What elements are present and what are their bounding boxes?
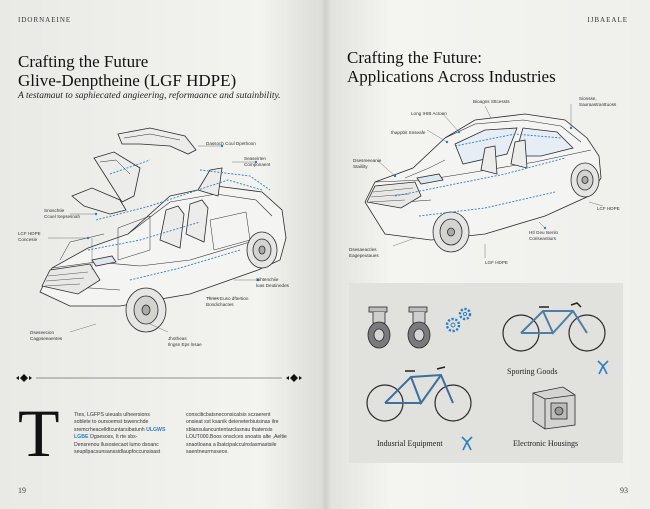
right-running-head: IJBAEALE bbox=[587, 16, 628, 24]
right-callout-9: LGF HDPE bbox=[485, 260, 508, 265]
applications-panel: Sporting Goods Indusrial Equipment Elect… bbox=[349, 283, 623, 463]
bike-frame-illustration bbox=[366, 366, 472, 422]
gears-icon bbox=[445, 307, 472, 333]
assembled-car-illustration bbox=[364, 104, 604, 258]
left-body-column-2: consciticbatsneconsicalsis sczaerent ons… bbox=[186, 412, 287, 456]
left-title: Crafting the Future Glive-Denptheine (LG… bbox=[18, 52, 236, 90]
left-folio: 19 bbox=[18, 486, 26, 495]
industrial-figure-icon bbox=[461, 436, 473, 451]
left-body-col1-text-b: Ogsesoss, It rte sbs- Densrenou llusosie… bbox=[74, 434, 161, 456]
electronic-housing-illustration bbox=[532, 386, 576, 430]
left-title-line1: Crafting the Future bbox=[18, 52, 149, 71]
right-callout-2: Long IHIB Actoen bbox=[411, 111, 447, 116]
right-callout-4: Ihappbit Snseafe bbox=[391, 130, 426, 135]
road-bike-illustration bbox=[502, 302, 606, 352]
left-page: IDORNAEINE Crafting the Future Glive-Den… bbox=[16, 16, 302, 495]
left-body-column-1: Ttes, LGFPS uieuals ulheersions soblete … bbox=[74, 412, 180, 456]
left-callout-2: Seaseirten Componaent bbox=[244, 156, 271, 167]
left-callout-3: Snoschtie Ccuel Sepsesnah bbox=[44, 208, 81, 219]
exploded-car-illustration bbox=[39, 127, 287, 333]
left-callout-5: Sihtenchiie luas Deutinedes bbox=[256, 277, 289, 288]
right-callout-5: Dsesreeeanie Stailiity bbox=[353, 158, 382, 169]
left-tagline: A testamaut to saphiecated angieering, r… bbox=[18, 91, 281, 101]
right-folio: 93 bbox=[620, 486, 628, 495]
right-title: Crafting the Future: Applications Across… bbox=[347, 48, 556, 86]
right-title-line1: Crafting the Future: bbox=[347, 48, 483, 67]
left-callout-4: LCF HDPE Concesie bbox=[18, 231, 41, 242]
right-callout-1: Bioagns Sttcessts bbox=[473, 99, 510, 104]
ornamental-divider bbox=[16, 374, 302, 382]
left-title-line2: Glive-Denptheine (LGF HDPE) bbox=[18, 71, 237, 90]
left-callout-1: Dassoch Coul Dpethoon bbox=[206, 141, 256, 146]
drop-cap-letter: T bbox=[18, 395, 60, 471]
left-body-col1-text-a: Ttes, LGFPS uieuals ulheersions soblete … bbox=[74, 412, 150, 433]
right-callout-8: Dsesaeacties Eagepeutaues bbox=[349, 247, 379, 258]
sport-figure-icon bbox=[597, 360, 609, 375]
right-page: IJBAEALE Crafting the Future: Applicatio… bbox=[325, 0, 650, 509]
left-callout-6: Thnes Euso dftertion Bondichactes bbox=[206, 296, 249, 307]
left-callout-7: Dseseecion Cagpseeaentes bbox=[30, 330, 63, 341]
left-running-head: IDORNAEINE bbox=[18, 16, 72, 24]
left-body-highlight: ULGWS LGBE bbox=[74, 426, 166, 441]
industrial-equipment-label: Indusrial Equipment bbox=[377, 439, 443, 448]
right-callout-7: Htl Geu tsenlo Coriseantiurs bbox=[529, 230, 559, 241]
caster-wheels-illustration bbox=[367, 306, 431, 349]
right-callout-3: Sionsse, Sauraastranttuoss bbox=[579, 96, 617, 107]
right-title-line2: Applications Across Industries bbox=[347, 67, 556, 86]
sporting-goods-label: Sporting Goods bbox=[507, 367, 558, 376]
left-callout-8: Jhotheas Ilngsn Eps lnsae bbox=[168, 336, 202, 347]
right-callout-6: LCF HDPE bbox=[597, 206, 620, 211]
electronic-housings-label: Electronic Housings bbox=[513, 439, 579, 448]
